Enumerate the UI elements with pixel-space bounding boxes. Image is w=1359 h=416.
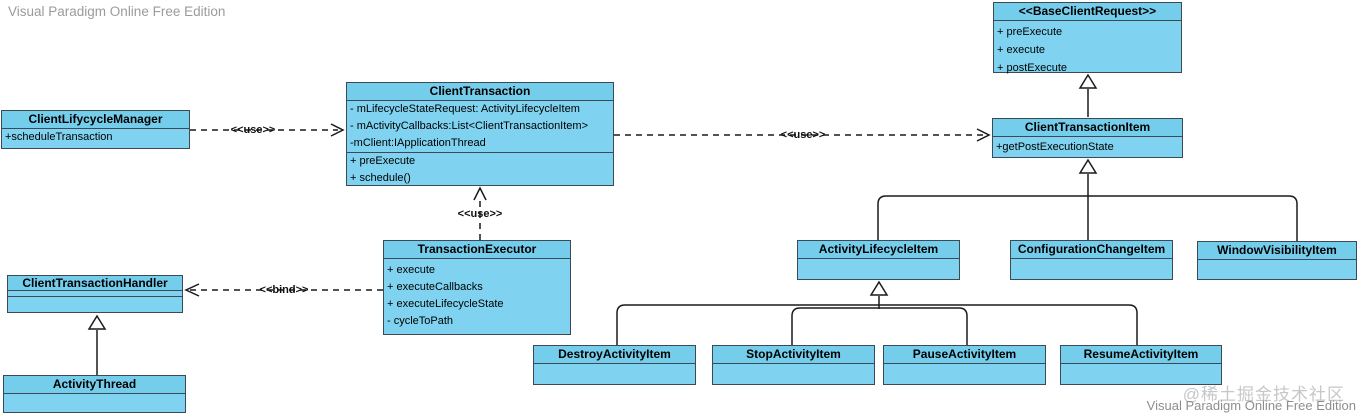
open-arrowhead-icon [184, 283, 200, 297]
class-title: TransactionExecutor [384, 241, 570, 259]
open-arrowhead-icon [473, 186, 487, 201]
edge-label-use: <<use>> [780, 129, 826, 141]
class-operation: + preExecute [997, 26, 1063, 38]
watermark-top-left: Visual Paradigm Online Free Edition [8, 4, 226, 19]
class-title: ActivityThread [4, 376, 185, 394]
generalization-triangle-icon [869, 280, 889, 296]
class-operation: + execute [997, 44, 1046, 56]
watermark-bottom-right: Visual Paradigm Online Free Edition [1146, 398, 1356, 413]
class-configuration-change-item: ConfigurationChangeItem [1010, 240, 1173, 280]
open-arrowhead-icon [976, 128, 991, 142]
class-destroy-activity-item: DestroyActivityItem [533, 345, 696, 385]
class-title: WindowVisibilityItem [1198, 242, 1356, 260]
class-client-transaction-handler: ClientTransactionHandler [7, 275, 183, 313]
class-operation: +scheduleTransaction [5, 131, 113, 143]
class-title: <<BaseClientRequest>> [994, 3, 1181, 21]
class-operation: - cycleToPath [387, 315, 454, 327]
edge-label-use: <<use>> [457, 208, 503, 220]
class-operation: + postExecute [997, 62, 1068, 74]
class-title: PauseActivityItem [884, 346, 1045, 364]
class-title: ClientTransaction [347, 83, 613, 101]
class-attribute: - mLifecycleStateRequest: ActivityLifecy… [350, 103, 580, 115]
class-base-client-request: <<BaseClientRequest>> + preExecute + exe… [993, 2, 1182, 74]
open-arrowhead-icon [330, 123, 345, 137]
class-stop-activity-item: StopActivityItem [712, 345, 875, 385]
edge-activityitems-inner-bracket [791, 307, 968, 345]
class-pause-activity-item: PauseActivityItem [883, 345, 1046, 385]
edge-activityitems-outer-bracket [616, 304, 1138, 345]
class-title: ResumeActivityItem [1061, 346, 1221, 364]
edge-items-extend-transactionitem-bracket [877, 195, 1298, 241]
class-title: ClientTransactionHandler [8, 276, 182, 291]
class-client-transaction: ClientTransaction - mLifecycleStateReque… [346, 82, 614, 186]
class-operation: +getPostExecutionState [996, 141, 1114, 153]
class-title: ConfigurationChangeItem [1011, 241, 1172, 259]
class-activity-thread: ActivityThread [3, 375, 186, 413]
generalization-triangle-icon [87, 314, 107, 330]
class-title: StopActivityItem [713, 346, 874, 364]
generalization-triangle-icon [1078, 158, 1098, 174]
class-operation: + schedule() [350, 172, 411, 184]
class-title: ActivityLifecycleItem [798, 241, 959, 259]
class-title: DestroyActivityItem [534, 346, 695, 364]
class-activity-lifecycle-item: ActivityLifecycleItem [797, 240, 960, 280]
class-operation: + preExecute [350, 155, 416, 167]
class-transaction-executor: TransactionExecutor + execute + executeC… [383, 240, 571, 335]
class-attribute: - mActivityCallbacks:List<ClientTransact… [350, 120, 589, 132]
class-client-lifycycle-manager: ClientLifycycleManager +scheduleTransact… [1, 110, 190, 149]
edge-label-bind: <<bind>> [259, 284, 309, 296]
watermark-juejin-community: @稀土掘金技术社区 [1182, 385, 1345, 404]
class-resume-activity-item: ResumeActivityItem [1060, 345, 1222, 385]
edge-label-use: <<use>> [230, 124, 276, 136]
class-operation: + executeLifecycleState [387, 298, 504, 310]
class-operation: + executeCallbacks [387, 281, 483, 293]
class-title: ClientTransactionItem [993, 119, 1182, 137]
class-title: ClientLifycycleManager [2, 111, 189, 129]
class-operation: + execute [387, 264, 436, 276]
class-attribute: -mClient:IApplicationThread [350, 137, 486, 149]
class-client-transaction-item: ClientTransactionItem +getPostExecutionS… [992, 118, 1183, 158]
class-window-visibility-item: WindowVisibilityItem [1197, 241, 1357, 280]
